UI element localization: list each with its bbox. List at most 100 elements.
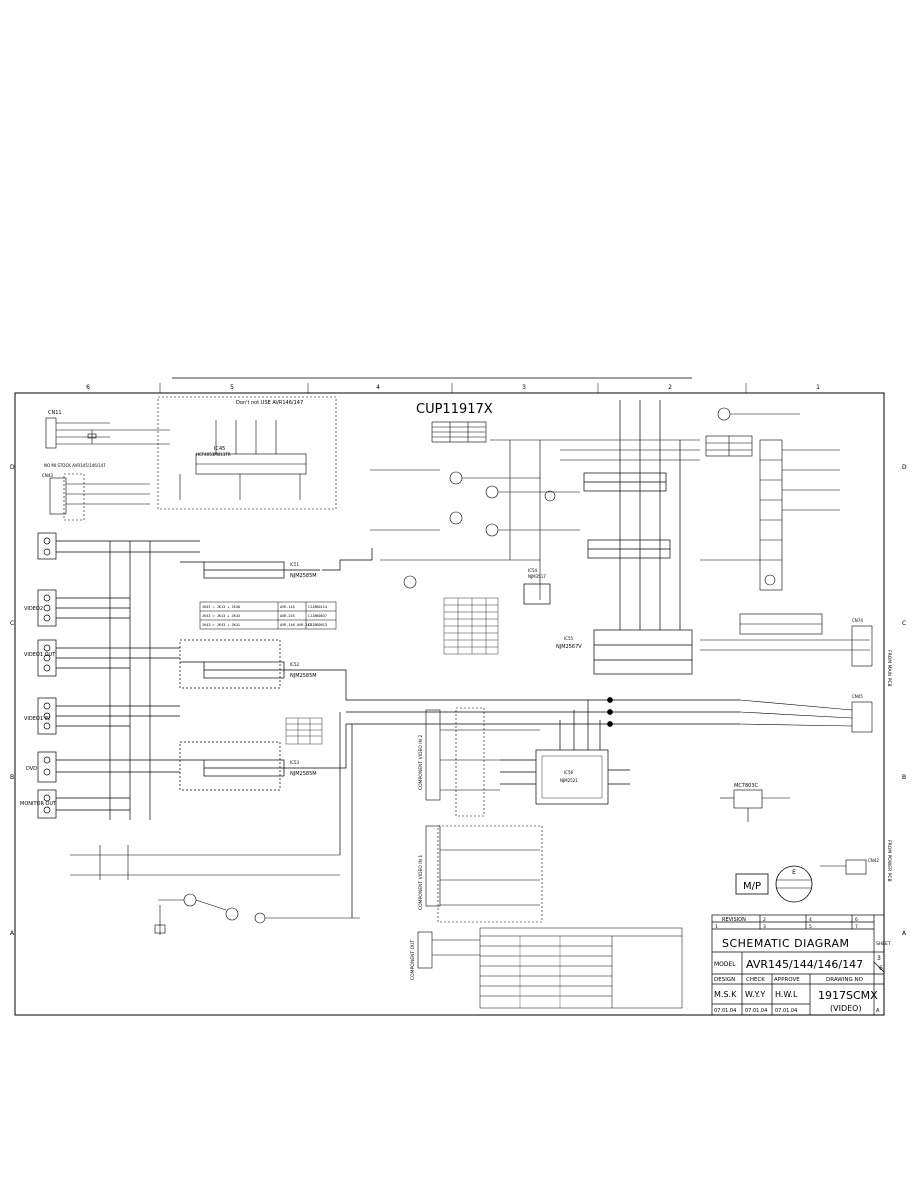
label-component-in-2: COMPONENT VIDEO IN 2 xyxy=(418,735,424,790)
schematic-diagram-label: SCHEMATIC DIAGRAM xyxy=(722,937,849,950)
ic53-ref: IC53 xyxy=(290,760,300,765)
cn42-label: CN42 xyxy=(868,858,879,863)
ic45-block xyxy=(157,396,337,510)
dont-use-note: Don't not USE AVR146/147 xyxy=(236,400,303,406)
ic57-part: MC7803C xyxy=(734,783,759,789)
e-mark: E xyxy=(775,865,813,903)
jack-video2b-group xyxy=(37,589,130,627)
column-markers: 6 5 4 3 2 1 xyxy=(86,384,820,391)
jack-dvd-group xyxy=(37,751,180,783)
revision-5: 5 xyxy=(809,924,812,930)
check-label: CHECK xyxy=(746,977,765,983)
jack-video1-out-group xyxy=(37,639,180,677)
mode-row-2-col-2: AVR-245 xyxy=(280,614,295,618)
main-title: CUP11917X xyxy=(416,402,493,417)
rca-jacks xyxy=(37,532,200,819)
col-marker-4: 4 xyxy=(376,384,380,391)
drawing-sub: (VIDEO) xyxy=(830,1004,862,1013)
ic45-part: HCF4053M013TR xyxy=(196,452,231,457)
mode-row-2-col-3: CJJ8B0037 xyxy=(308,614,327,618)
mode-row-1-col-1: JK43 = JK13 + JK40 xyxy=(202,605,240,609)
drawing-no: 1917SCMX xyxy=(818,989,878,1002)
ic53-part: NJM2585M xyxy=(290,771,317,777)
bus-wires xyxy=(320,548,740,918)
cn43-label: CN43 xyxy=(42,473,53,478)
cn45-label: CN45 xyxy=(852,694,863,699)
sheet-number: 3 xyxy=(877,955,881,962)
row-marker-d-left: D xyxy=(10,464,15,471)
center-top-circuit xyxy=(370,421,700,600)
cn11-label: CN11 xyxy=(48,410,62,416)
ic52-part: NJM2585M xyxy=(290,673,317,679)
ic51-part: NJM2585M xyxy=(290,573,317,579)
model-label: MODEL xyxy=(714,961,736,968)
label-component-in-1: COMPONENT VIDEO IN 1 xyxy=(418,855,424,910)
col-marker-5: 5 xyxy=(230,384,234,391)
revision-label: REVISION xyxy=(722,917,746,923)
label-video1-out: VIDEO1 OUT xyxy=(24,652,56,658)
ic55-ref: IC55 xyxy=(564,636,574,641)
row-marker-a-right: A xyxy=(902,930,907,937)
revision-4: 4 xyxy=(809,917,812,923)
ic54-part: NJM3517 xyxy=(528,574,546,579)
cn11-block xyxy=(45,417,170,521)
sheet-total: 6 xyxy=(879,965,883,972)
corner-mark: A xyxy=(876,1008,880,1014)
label-component-out: COMPONENT OUT xyxy=(410,940,416,980)
revision-2: 2 xyxy=(763,917,766,923)
jack-video1-in-group xyxy=(37,697,180,735)
e-mark-text: E xyxy=(792,869,796,876)
center-ics xyxy=(500,400,693,805)
revision-3: 3 xyxy=(763,924,766,930)
revision-1: 1 xyxy=(715,924,718,930)
jack-video2-group xyxy=(37,532,200,560)
approver-name: H.W.L xyxy=(775,990,798,999)
component-inputs xyxy=(417,707,543,969)
notes-table xyxy=(479,927,683,1009)
bottom-left-circuit xyxy=(70,845,360,935)
jack-monitor-out-group xyxy=(37,789,130,819)
row-marker-c-right: C xyxy=(902,620,906,627)
row-markers: D C B A D C B A xyxy=(10,464,907,937)
design-date: 07.01.04 xyxy=(714,1008,736,1014)
label-dvd: DVD xyxy=(26,766,37,772)
row-marker-c-left: C xyxy=(10,620,14,627)
row-marker-b-right: B xyxy=(902,774,906,781)
col-marker-1: 1 xyxy=(816,384,820,391)
mode-row-1-col-3: CJJ8B0114 xyxy=(308,605,327,609)
label-video1-in: VIDEO1 IN xyxy=(24,716,50,722)
mode-row-3-col-2: AVR-146 AVR-245 xyxy=(280,623,312,627)
from-power-pcb-label: FROM POWER PCB xyxy=(886,840,892,882)
title-block xyxy=(711,914,885,1016)
ic56-ref: IC56 xyxy=(564,770,574,775)
right-circuit xyxy=(700,407,873,875)
mode-row-3-col-3: CJJ8B0013 xyxy=(308,623,327,627)
small-option-grid xyxy=(285,717,323,745)
designer-name: M.S.K xyxy=(714,990,737,999)
drawing-frame xyxy=(14,392,885,1016)
approve-label: APPROVE xyxy=(774,977,800,983)
cn74-label: CN74 xyxy=(852,618,863,623)
col-marker-2: 2 xyxy=(668,384,672,391)
revision-6: 6 xyxy=(855,917,858,923)
model-value: AVR145/144/146/147 xyxy=(746,958,863,971)
mode-row-2-col-1: JK43 = JK13 + JK43 xyxy=(202,614,240,618)
mode-row-1-col-2: AVR-145 xyxy=(280,605,295,609)
row-marker-a-left: A xyxy=(10,930,15,937)
ic56-part: NJM2521 xyxy=(560,778,578,783)
ic51-ref: IC51 xyxy=(290,562,300,567)
mode-row-3-col-1: JK43 = JK43 + JK41 xyxy=(202,623,240,627)
design-label: DESIGN xyxy=(714,977,735,983)
sheet-label: SHEET xyxy=(876,941,891,947)
no-mi-stock-note: NO MI STOCK AVR145/146/147 xyxy=(44,463,106,468)
drawing-no-label: DRAWING NO xyxy=(826,977,864,983)
center-option-grid xyxy=(443,597,499,655)
mp-stamp: M/P xyxy=(735,873,769,895)
row-marker-b-left: B xyxy=(10,774,14,781)
njm2585-chips xyxy=(109,541,320,820)
col-marker-3: 3 xyxy=(522,384,526,391)
ic45-ref: IC45 xyxy=(214,446,225,452)
ic52-ref: IC52 xyxy=(290,662,300,667)
revision-7: 7 xyxy=(855,924,858,930)
from-main-pcb-label: FROM MAIN PCB xyxy=(886,650,892,687)
